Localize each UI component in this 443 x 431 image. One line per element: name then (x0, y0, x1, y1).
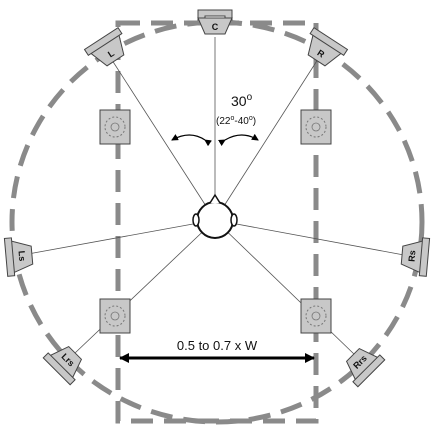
wall-speaker-right-rear (300, 298, 332, 334)
speaker-left-side: Ls (3, 237, 34, 277)
wall-speaker-right-front (300, 109, 332, 145)
angle-range: (22o-40o) (216, 115, 256, 127)
line-to-left (109, 56, 216, 221)
angle-arc-right (218, 133, 259, 147)
speaker-label-right-side: Rs (407, 250, 418, 262)
speaker-right-side: Rs (400, 237, 431, 277)
wall-speaker-left-front (99, 109, 131, 145)
speaker-direction-lines (27, 37, 405, 356)
speaker-left: L (83, 26, 125, 67)
line-to-left-rear (74, 219, 216, 354)
angle-arc-left (171, 134, 212, 147)
angle-value: 30o (231, 92, 253, 109)
speaker-label-right: R (315, 48, 326, 60)
wall-speaker-left-rear (99, 298, 131, 334)
speaker-center: C (197, 9, 233, 35)
line-to-right-side (214, 219, 405, 256)
line-to-right-rear (214, 219, 356, 356)
speaker-right: R (307, 26, 349, 67)
speaker-label-left: L (106, 48, 116, 60)
speaker-label-center: C (212, 22, 219, 32)
wall-speakers (99, 109, 332, 334)
speaker-left-rear: Lrs (42, 345, 83, 386)
line-to-left-side (27, 219, 216, 255)
line-to-right (214, 55, 321, 221)
width-label: 0.5 to 0.7 x W (177, 338, 258, 353)
listener-head-icon (192, 193, 238, 239)
speaker-right-rear: Rrs (345, 347, 386, 388)
speaker-label-left-side: Ls (17, 250, 28, 261)
